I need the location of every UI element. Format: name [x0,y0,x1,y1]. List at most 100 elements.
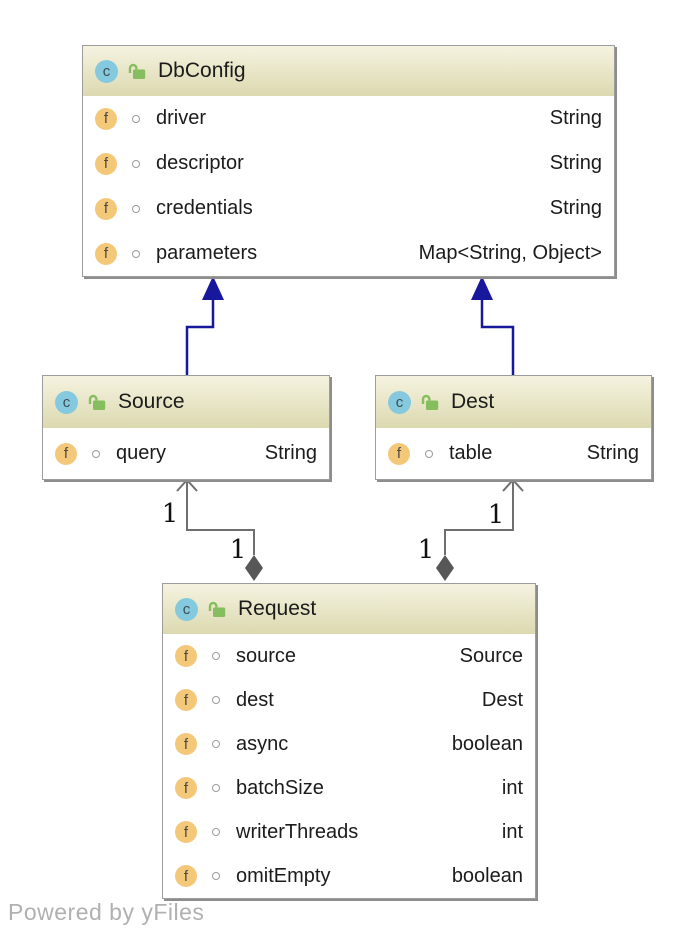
field-icon-letter: f [183,691,189,709]
field-icon: f [95,242,117,265]
multiplicity-label: 1 [161,499,179,529]
field-icon: f [95,107,117,130]
class-icon: c [95,59,118,83]
field-name: source [236,644,297,667]
field-icon-letter: f [103,155,109,172]
class-header-dbconfig[interactable]: c DbConfig [83,46,614,96]
class-node-source[interactable]: c Source f query String [42,375,330,480]
visibility-icon [132,114,140,123]
visibility-icon [212,740,220,748]
field-row-async[interactable]: f async boolean [163,722,535,766]
field-type: int [501,776,523,799]
unlock-icon [128,63,146,79]
field-icon-letter: f [103,110,109,127]
field-type: String [264,442,317,464]
class-name: Request [238,597,317,620]
field-name: parameters [156,242,258,264]
field-name: dest [236,688,274,711]
class-node-request[interactable]: c Request f source Source f dest Dest f … [162,583,536,899]
composition-diamond [436,555,454,581]
field-type: boolean [451,732,523,755]
field-icon-letter: f [183,867,189,885]
composition-edge-request-source[interactable] [176,478,263,581]
multiplicity-label: 1 [487,500,505,530]
class-name: Dest [451,390,495,413]
field-type: String [586,442,639,464]
field-icon-letter: f [183,647,189,665]
field-type: String [549,107,602,129]
unlock-icon [208,601,226,617]
field-icon: f [175,821,197,843]
class-node-dbconfig[interactable]: c DbConfig f driver String f descriptor … [82,45,615,277]
visibility-icon [92,449,100,458]
inheritance-edge-dest-dbconfig[interactable] [471,276,515,375]
class-header-dest[interactable]: c Dest [376,376,651,428]
field-name: credentials [156,197,253,219]
class-name: DbConfig [158,59,246,82]
field-name: table [449,442,493,464]
class-icon-letter: c [395,393,404,411]
open-arrowhead [502,478,524,492]
field-type: int [501,820,523,843]
field-row-driver[interactable]: f driver String [83,96,614,141]
visibility-icon [132,204,140,213]
field-icon: f [95,197,117,220]
unlock-icon [421,394,439,410]
field-type: Dest [481,688,523,711]
field-type: Source [459,644,523,667]
class-header-request[interactable]: c Request [163,584,535,634]
field-row-parameters[interactable]: f parameters Map<String, Object> [83,231,614,276]
inheritance-edge-source-dbconfig[interactable] [185,276,224,375]
field-name: driver [156,107,207,129]
field-row-omitempty[interactable]: f omitEmpty boolean [163,854,535,898]
field-name: query [116,442,167,464]
field-icon: f [175,645,197,667]
multiplicity-label: 1 [229,535,247,565]
class-icon: c [175,597,198,621]
field-type: String [549,197,602,219]
open-arrowhead [176,478,198,492]
field-row-batchsize[interactable]: f batchSize int [163,766,535,810]
inheritance-arrowhead [471,276,493,300]
field-row-writerthreads[interactable]: f writerThreads int [163,810,535,854]
class-icon-letter: c [182,600,191,618]
visibility-icon [212,652,220,660]
visibility-icon [212,828,220,836]
yfiles-watermark: Powered by yFiles [8,899,205,925]
visibility-icon [132,159,140,168]
field-type: boolean [451,864,523,887]
field-icon-letter: f [183,779,189,797]
field-row-credentials[interactable]: f credentials String [83,186,614,231]
composition-edge-request-dest[interactable] [436,478,524,581]
field-icon-letter: f [103,200,109,217]
field-icon: f [175,777,197,799]
field-row-table[interactable]: f table String [376,428,651,479]
field-icon-letter: f [63,445,69,462]
field-icon: f [175,733,197,755]
class-node-dest[interactable]: c Dest f table String [375,375,652,480]
field-row-dest[interactable]: f dest Dest [163,678,535,722]
field-icon: f [95,152,117,175]
field-name: batchSize [236,776,324,799]
field-icon: f [175,689,197,711]
field-row-query[interactable]: f query String [43,428,329,479]
field-row-descriptor[interactable]: f descriptor String [83,141,614,186]
inheritance-arrowhead [202,276,224,300]
composition-diamond [245,555,263,581]
unlock-icon [88,394,106,410]
field-name: omitEmpty [236,864,331,887]
visibility-icon [212,872,220,880]
visibility-icon [212,696,220,704]
field-name: writerThreads [236,820,359,843]
class-header-source[interactable]: c Source [43,376,329,428]
field-type: String [549,152,602,174]
visibility-icon [212,784,220,792]
field-row-source[interactable]: f source Source [163,634,535,678]
class-icon-letter: c [62,393,71,411]
field-icon-letter: f [183,823,189,841]
field-name: descriptor [156,152,244,174]
field-icon-letter: f [103,245,109,262]
field-icon: f [175,865,197,887]
